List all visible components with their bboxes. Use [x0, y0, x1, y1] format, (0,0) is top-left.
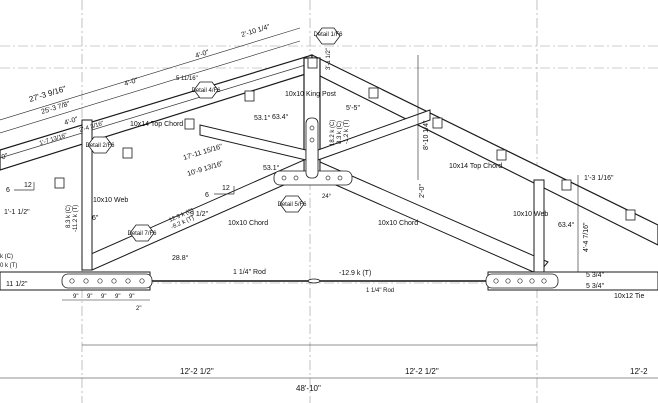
pitch-run: 6 [6, 187, 10, 194]
bolt-spacing: 9" [87, 294, 92, 300]
brace-right [319, 161, 549, 275]
detail-label: Detail 4/F6 [191, 88, 221, 94]
span-total: 48'-10" [296, 384, 321, 393]
dim-top-f: 4'-0" [64, 116, 80, 127]
detail-label: Detail 7/F6 [127, 231, 157, 237]
web-right-label: 10x10 Web [513, 211, 548, 218]
angle-label: 53.1° [263, 164, 280, 172]
top-chord-label: 10x14 Top Chord [130, 121, 183, 128]
angle-label: 24° [322, 194, 332, 200]
king-force-2: 8.3 k (C) [337, 121, 343, 144]
dim-top-e: 4'-0" [124, 77, 140, 88]
purlin-blocks [54, 57, 636, 221]
king-force-3: -1.2 k (T) [344, 120, 350, 144]
detail-label: Detail 2/F6 [85, 143, 115, 149]
web-force: 8.3 k (C) [66, 205, 72, 228]
edge-force-2: 0 k (T) [0, 263, 17, 269]
chord-right-label: 10x10 Chord [378, 220, 418, 227]
tie-label: 10x12 Tie [614, 293, 644, 300]
detail-label: Detail 5/F6 [277, 202, 307, 208]
edge-force-1: k (C) [0, 254, 13, 260]
angle-label: 63.4° [272, 113, 289, 121]
web-right [533, 179, 545, 273]
angle-label: 63.4° [558, 221, 575, 229]
dim-diag-d: 10'-9 13/16" [187, 160, 225, 178]
pitch-symbol-mid: 12 6 [205, 185, 235, 199]
bolt-spacing: 9" [129, 294, 134, 300]
dim-right-c: 1'-3 1/16" [584, 175, 614, 182]
dim-right-a: 8'-10 1/4" [423, 120, 430, 150]
angle-label: 53.1° [254, 114, 271, 122]
web-force-2: -11.2 k (T) [73, 205, 79, 232]
detail-callout-1: Detail 1/F6 [313, 27, 343, 45]
dim-right-f: 5 3/4" [586, 283, 605, 290]
king-post-label: 10x10 King Post [285, 91, 336, 98]
dim-king-a: 3'-1 1/2" [326, 48, 332, 70]
detail-label: Detail 1/F6 [313, 32, 343, 38]
dim-top-d: 4'-0" [195, 49, 211, 60]
bolt-spacing: 9" [73, 294, 78, 300]
king-force-1: 18.2 k (C) [330, 120, 336, 146]
dimension-lines [0, 27, 658, 379]
dim-left-b: 1'-1 1/2" [4, 209, 30, 216]
rod-label-bottom: 1 1/4" Rod [366, 288, 394, 294]
span-right: 12'-2 1/2" [405, 367, 439, 376]
detail-callout-2: Detail 2/F6 [85, 136, 115, 154]
rod-force: -12.9 k (T) [339, 270, 371, 277]
top-chord-right [311, 54, 658, 246]
pitch-symbol-left: 12 6 [6, 182, 35, 194]
web-left [81, 119, 93, 271]
center-plate [273, 117, 353, 186]
angle-label: 28.8° [172, 254, 189, 262]
dim-right-d: 4'-4 7/16" [583, 222, 590, 252]
dim-top-c: 2'-10 1/4" [241, 23, 272, 38]
tension-rod [150, 278, 490, 284]
rod-label-top: 1 1/4" Rod [233, 269, 266, 276]
bolt-spacing: 9" [115, 294, 120, 300]
dim-diag-b: 5 11/16" [176, 76, 198, 82]
detail-callout-3: Detail 4/F6 [191, 81, 221, 99]
dim-left-d: 9 1/2" [190, 211, 209, 218]
dim-diag-c: 17'-11 15/16" [183, 143, 224, 162]
heel-plate-right [485, 273, 559, 289]
heel-plate-left [61, 273, 153, 289]
top-chord-right-label: 10x14 Top Chord [449, 163, 502, 170]
span-left: 12'-2 1/2" [180, 367, 214, 376]
strut-left [199, 124, 307, 161]
dim-left-c: 6" [92, 215, 99, 222]
dim-left-a: 11 1/2" [6, 281, 28, 288]
dim-right-b: 2'-0" [419, 184, 426, 198]
span-far: 12'-2 [630, 367, 648, 376]
chord-left-label: 10x10 Chord [228, 220, 268, 227]
bolt-spacing: 9" [101, 294, 106, 300]
bolt-edge: 2" [136, 306, 141, 312]
web-left-label: 10x10 Web [93, 197, 128, 204]
dim-right-e: 5 3/4" [586, 272, 605, 279]
detail-callout-4: Detail 5/F6 [277, 195, 307, 213]
pitch-rise: 12 [222, 185, 230, 192]
pitch-rise: 12 [24, 182, 32, 189]
detail-callout-5: Detail 7/F6 [127, 224, 157, 242]
dim-top-i: -0" [0, 153, 9, 162]
pitch-run: 6 [205, 192, 209, 199]
dim-diag-a: 5'-5" [346, 105, 360, 112]
